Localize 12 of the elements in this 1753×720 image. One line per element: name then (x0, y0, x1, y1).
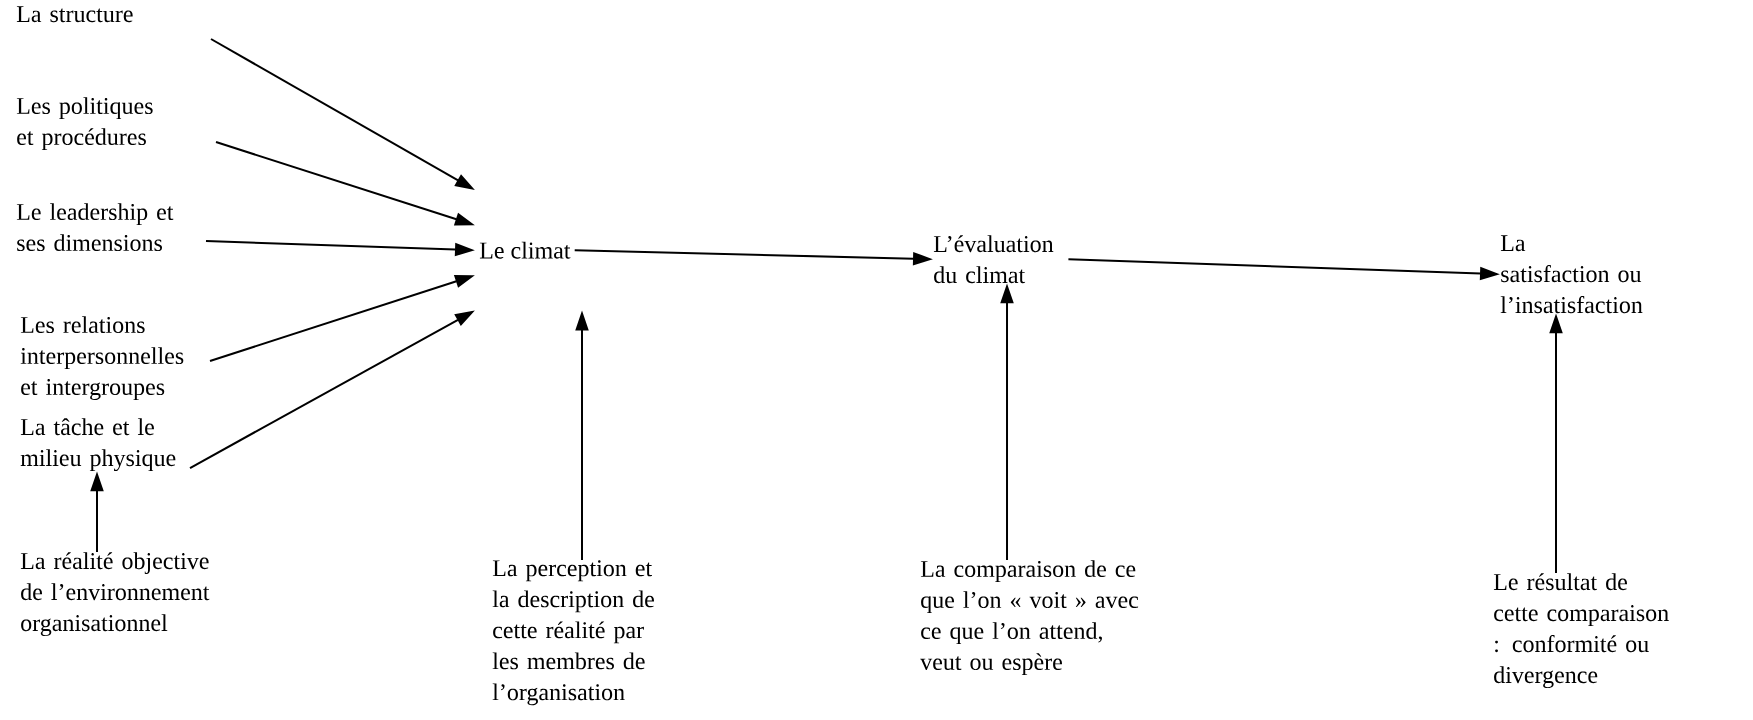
node-text: Les relations interpersonnelles et intergroupes (20, 316, 184, 401)
node-text: La structure (16, 6, 133, 23)
node-text: La réalité objective de l’environnement organisationnel (20, 552, 210, 637)
node-text: La perception et la description de cette réalité par les membres de l’organisation (492, 560, 654, 706)
node-text: Le résultat de cette comparaison : conformité ou divergence (1493, 573, 1669, 689)
node-text: La tâche et le milieu physique (20, 418, 176, 472)
node-text: Les politiques et procédures (16, 97, 153, 150)
node-text: La satisfaction ou l’insatisfaction (1500, 235, 1643, 314)
node-text: L’évaluation du climat (933, 235, 1054, 284)
node-text: La comparaison de ce que l’on « voit » avec ce que l’on attend, veut ou espère (920, 560, 1139, 675)
node-text: Le climat (479, 241, 571, 259)
node-text: Le leadership et ses dimensions (16, 203, 174, 252)
